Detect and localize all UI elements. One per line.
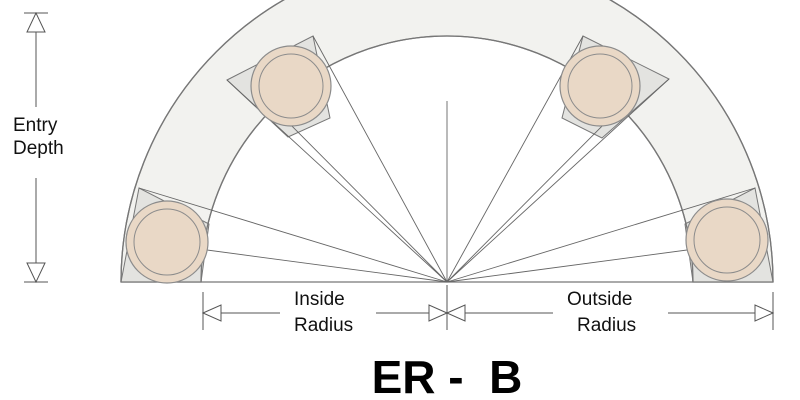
outer-arc — [120, 0, 774, 283]
arrowhead-right — [428, 304, 449, 322]
roller-upper-right — [559, 45, 641, 127]
arrowhead-left — [201, 304, 222, 322]
arrowhead-right — [754, 304, 775, 322]
entry-depth-label-line1: Entry — [13, 115, 58, 136]
inner-arc — [200, 35, 694, 283]
inside-radius-label-line2: Radius — [294, 315, 353, 336]
roller-upper-left — [250, 45, 332, 127]
diagram-title: ER - B — [372, 351, 523, 400]
roller-left — [125, 200, 209, 284]
radial-lines — [138, 35, 756, 283]
arrowhead-up — [26, 11, 46, 33]
arrowhead-left — [445, 304, 466, 322]
entry-depth-label-line2: Depth — [13, 138, 64, 159]
outside-radius-label-line2: Radius — [577, 315, 636, 336]
arrowhead-down — [26, 262, 46, 284]
entry-depth-dimension: Entry Depth — [13, 11, 64, 284]
inside-radius-dimension: Inside Radius — [201, 285, 449, 336]
outside-radius-label-line1: Outside — [567, 289, 632, 310]
outside-radius-dimension: Outside Radius — [445, 289, 775, 336]
inside-radius-label-line1: Inside — [294, 289, 345, 310]
roller-right — [685, 198, 769, 282]
